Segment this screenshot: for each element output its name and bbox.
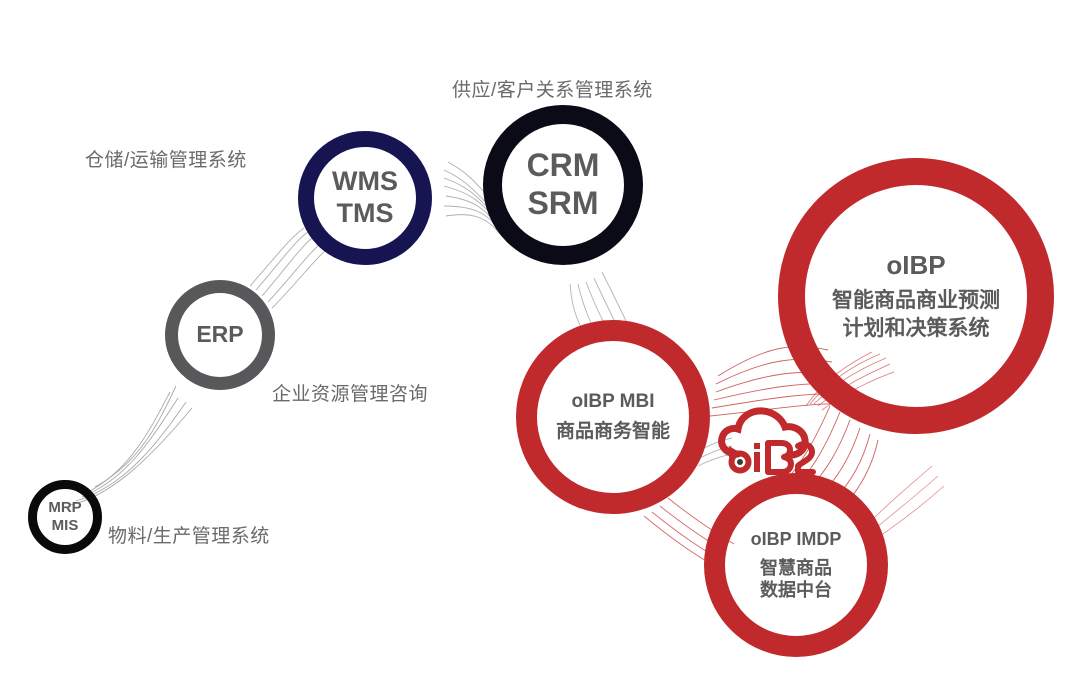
node-mrp-mis[interactable]: MRP MIS bbox=[28, 480, 102, 554]
label-mrp-mis: 物料/生产管理系统 bbox=[108, 526, 270, 547]
node-wms-line-2: TMS bbox=[336, 198, 394, 228]
node-oibp-line-2: 智能商品商业预测 bbox=[832, 289, 1000, 313]
node-wms-tms[interactable]: WMS TMS bbox=[298, 131, 432, 265]
node-imdp-line-2: 智慧商品 bbox=[760, 558, 832, 579]
node-oibp-line-1: oIBP bbox=[886, 250, 946, 281]
label-erp: 企业资源管理咨询 bbox=[272, 384, 429, 405]
label-crm-srm: 供应/客户关系管理系统 bbox=[452, 80, 653, 101]
node-mbi-line-1: oIBP MBI bbox=[571, 390, 655, 412]
node-crm-line-2: SRM bbox=[527, 185, 599, 221]
label-wms-tms: 仓储/运输管理系统 bbox=[85, 150, 247, 171]
node-oibp[interactable]: oIBP 智能商品商业预测 计划和决策系统 bbox=[778, 158, 1054, 434]
gray-link-bundle-erp-wms bbox=[249, 227, 327, 309]
node-crm-line-1: CRM bbox=[526, 147, 600, 184]
node-oibp-mbi[interactable]: oIBP MBI 商品商务智能 bbox=[516, 320, 710, 514]
node-erp-line-1: ERP bbox=[196, 321, 244, 348]
red-link-bundle-imdp-right-fan bbox=[871, 465, 945, 537]
node-mbi-line-2: 商品商务智能 bbox=[555, 421, 670, 442]
gray-link-bundle-mrp-erp bbox=[69, 385, 193, 506]
node-erp[interactable]: ERP bbox=[165, 280, 275, 390]
node-imdp-line-3: 数据中台 bbox=[760, 579, 832, 600]
node-crm-srm[interactable]: CRM SRM bbox=[483, 105, 643, 265]
node-mrp-line-2: MIS bbox=[51, 517, 79, 534]
node-mrp-line-1: MRP bbox=[48, 499, 82, 517]
node-oibp-imdp[interactable]: oIBP IMDP 智慧商品 数据中台 bbox=[704, 473, 888, 657]
node-wms-line-1: WMS bbox=[332, 166, 398, 197]
oibp-cloud-logo-icon bbox=[718, 407, 816, 475]
node-oibp-line-3: 计划和决策系统 bbox=[842, 316, 990, 340]
node-imdp-line-1: oIBP IMDP bbox=[750, 529, 842, 550]
